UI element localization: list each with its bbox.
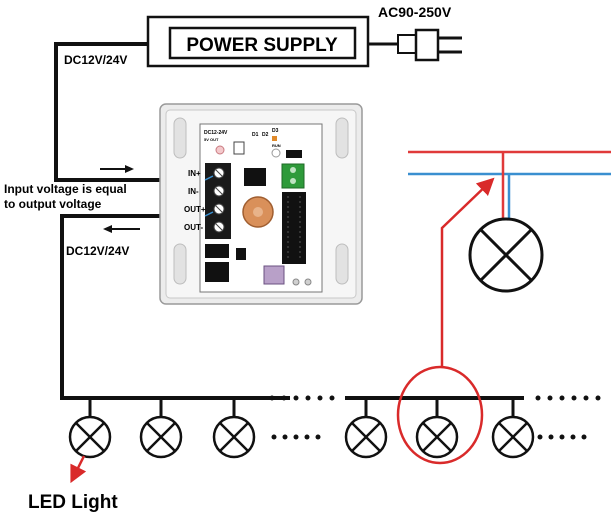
led-lamp (139, 398, 183, 459)
dc-bottom-label: DC12V/24V (66, 244, 129, 258)
output-arrow (103, 225, 140, 233)
board-d3-label: D3 (272, 128, 279, 134)
terminal-out-minus-label: OUT- (184, 223, 203, 232)
bus-dots (269, 395, 601, 440)
terminal-in-minus-label: IN- (188, 187, 199, 196)
terminal-in-plus-label: IN+ (188, 169, 201, 178)
board-d1-label: D1 (252, 132, 259, 138)
led-lamp (415, 398, 459, 459)
dc-top-label: DC12V/24V (64, 53, 127, 67)
dc-input-wire (54, 42, 205, 182)
led-light-label: LED Light (28, 492, 118, 513)
ac-voltage-label: AC90-250V (378, 4, 452, 20)
led-lamp (68, 398, 112, 459)
board-header-label: DC12-24V (204, 130, 228, 136)
board-sub-label: 5V OUT (204, 137, 219, 142)
led-label-arrow (70, 455, 87, 484)
led-lamp (491, 398, 535, 459)
controller-panel: DC12-24V 5V OUT D1 D2 D3 RUN (159, 103, 363, 305)
board-d2-label: D2 (262, 132, 269, 138)
highlight-circle (396, 365, 484, 465)
terminal-out-plus-label: OUT+ (184, 205, 206, 214)
power-supply-box: POWER SUPPLY (146, 15, 370, 68)
input-arrow (100, 165, 134, 173)
power-supply-label: POWER SUPPLY (186, 35, 338, 56)
note-line-2: to output voltage (4, 197, 102, 211)
note-line-1: Input voltage is equal (4, 182, 127, 196)
led-lamp (344, 398, 388, 459)
highlight-arrow (440, 177, 495, 368)
led-lamp (212, 398, 256, 459)
ac-lamp (468, 217, 544, 293)
board-run-label: RUN (272, 143, 281, 148)
ac-plug (368, 28, 462, 62)
